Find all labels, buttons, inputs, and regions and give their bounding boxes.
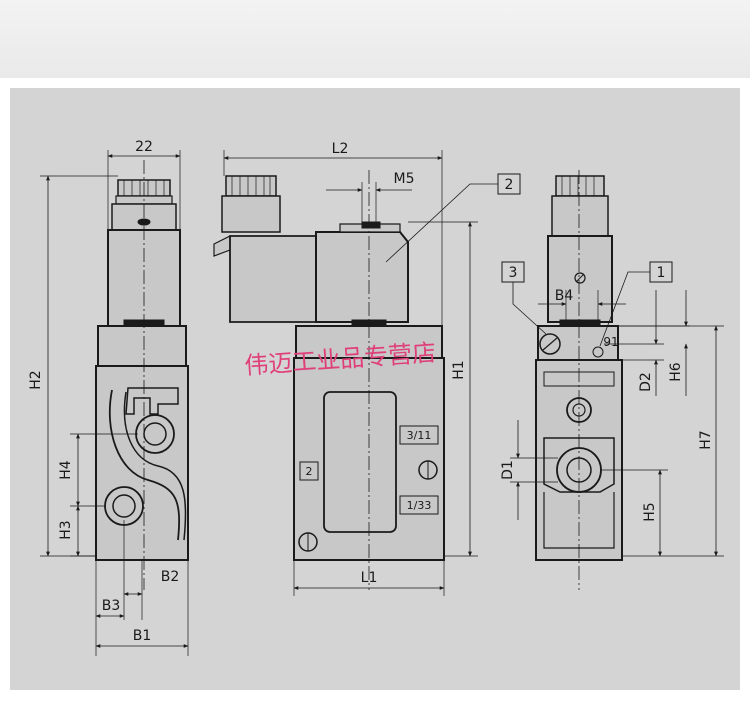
- dim-h3: H3: [58, 520, 74, 539]
- port-1-33: 1/33: [407, 499, 432, 512]
- dim-h1: H1: [451, 360, 467, 379]
- dim-l2: L2: [332, 141, 349, 157]
- dim-l1: L1: [361, 570, 378, 586]
- dim-h2: H2: [28, 370, 44, 389]
- dim-b3: B3: [102, 598, 121, 614]
- callout-2: 2: [505, 177, 514, 193]
- dim-h5: H5: [642, 502, 658, 521]
- port-3-11: 3/11: [407, 429, 432, 442]
- dim-b4: B4: [555, 288, 574, 304]
- dim-h6: H6: [668, 362, 684, 382]
- dim-d2: D2: [638, 372, 654, 392]
- dim-m5: M5: [394, 171, 415, 187]
- dim-h4: H4: [58, 460, 74, 480]
- dim-b2: B2: [161, 569, 180, 585]
- middle-view: [213, 150, 521, 596]
- callout-3: 3: [509, 265, 518, 281]
- top-band: [0, 0, 750, 78]
- dim-91: 91: [603, 335, 618, 349]
- right-view: [501, 170, 724, 590]
- dim-22: 22: [135, 139, 153, 155]
- callout-1: 1: [657, 265, 666, 281]
- dim-d1: D1: [500, 460, 516, 480]
- dim-b1: B1: [133, 628, 152, 644]
- port-2: 2: [306, 465, 313, 478]
- dim-h7: H7: [698, 430, 714, 449]
- left-view: [40, 150, 189, 656]
